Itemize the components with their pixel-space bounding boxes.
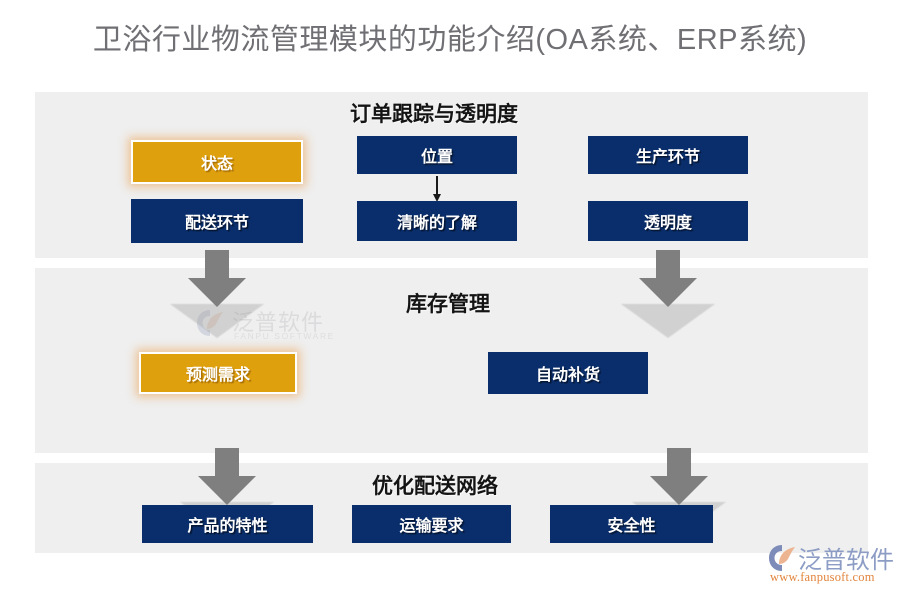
fanpu-logo-icon	[768, 544, 798, 572]
logo-website-url: www.fanpusoft.com	[770, 570, 875, 584]
node-auto-restock[interactable]: 自动补货	[488, 352, 648, 394]
node-delivery-stage[interactable]: 配送环节	[131, 199, 303, 243]
connector-tip	[433, 194, 441, 202]
node-status[interactable]: 状态	[131, 140, 303, 184]
section-heading-order-tracking: 订单跟踪与透明度	[350, 103, 518, 126]
node-transport-requirements[interactable]: 运输要求	[352, 505, 511, 543]
connector-line	[436, 176, 438, 196]
node-location[interactable]: 位置	[357, 136, 517, 174]
logo-company-name: 泛普软件	[798, 547, 894, 574]
node-transparency[interactable]: 透明度	[588, 201, 748, 241]
fanpu-logo: 泛普软件 www.fanpusoft.com	[768, 542, 894, 590]
page-title: 卫浴行业物流管理模块的功能介绍(OA系统、ERP系统)	[92, 24, 808, 56]
node-product-characteristics[interactable]: 产品的特性	[142, 505, 313, 543]
node-safety[interactable]: 安全性	[550, 505, 713, 543]
section-heading-delivery-network: 优化配送网络	[372, 475, 498, 498]
node-forecast-demand[interactable]: 预测需求	[139, 352, 297, 394]
section-heading-inventory-management: 库存管理	[406, 293, 490, 316]
connector-arrow-down-icon	[433, 176, 441, 202]
node-clear-understanding[interactable]: 清晰的了解	[357, 201, 517, 241]
node-production-stage[interactable]: 生产环节	[588, 136, 748, 174]
